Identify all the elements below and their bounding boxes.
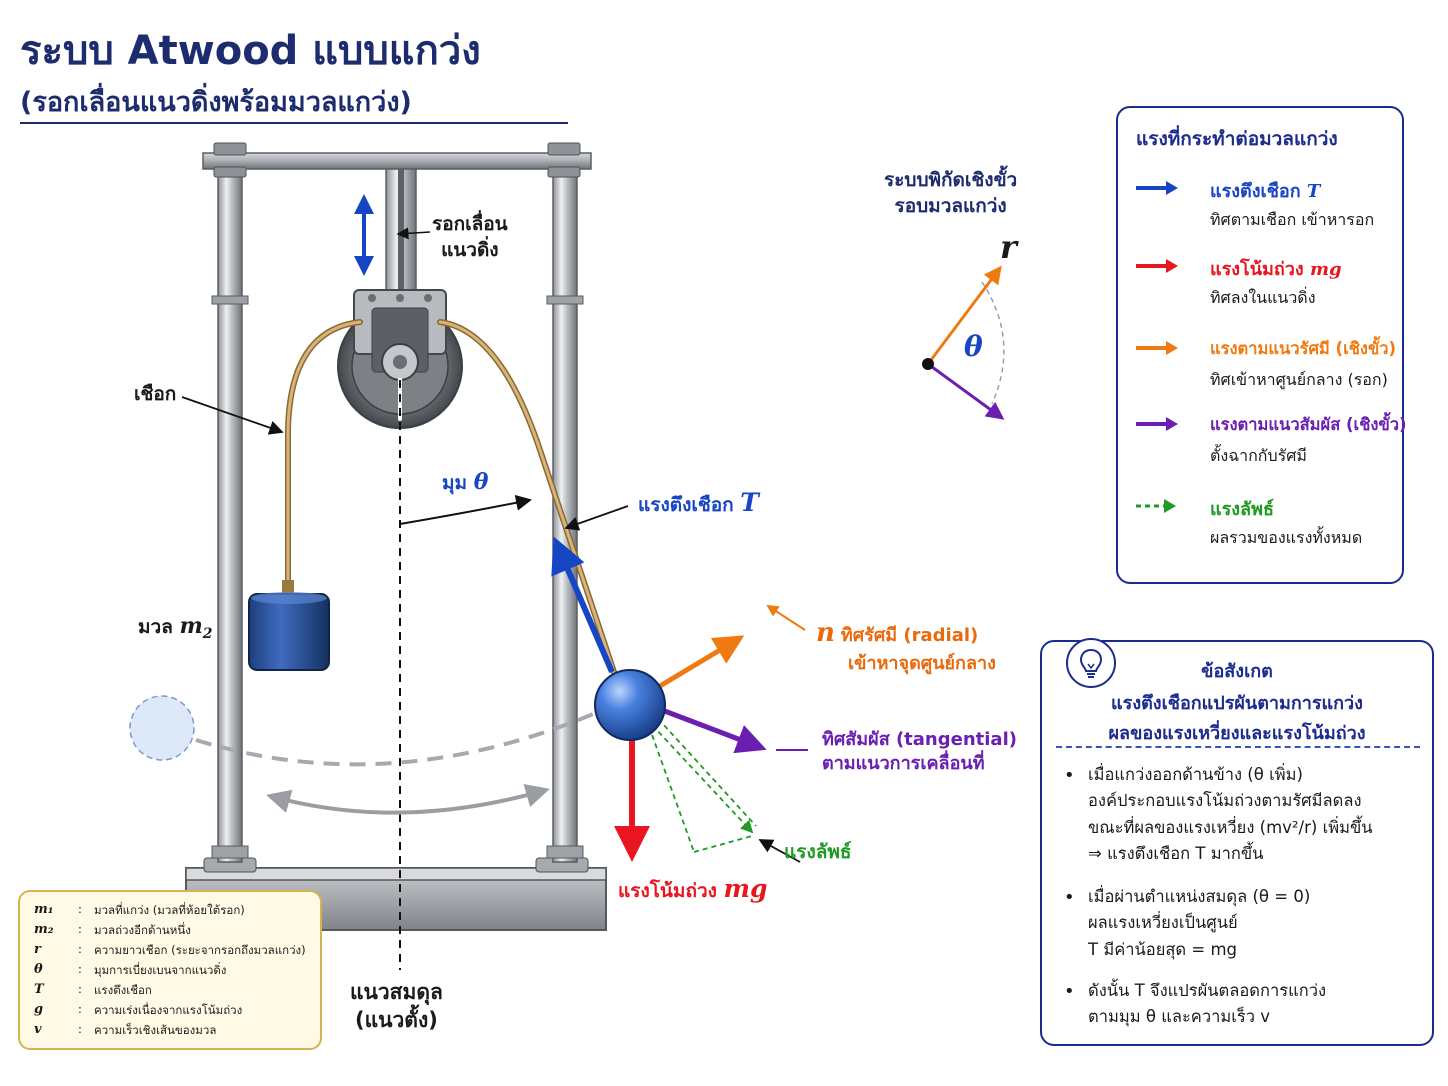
purple-arrow-icon xyxy=(1136,417,1178,431)
symbols-box: m₁:มวลที่แกว่ง (มวลที่ห้อยใต้รอก) m₂:มวล… xyxy=(18,890,322,1050)
notes-divider xyxy=(1056,746,1420,748)
title-divider xyxy=(20,122,568,124)
angle-arc xyxy=(399,494,532,525)
tension-pointer xyxy=(564,505,629,531)
pulley xyxy=(337,289,463,429)
equilibrium-label: แนวสมดุล (แนวตั้ง) xyxy=(350,980,443,1033)
notes-title: ข้อสังเกต xyxy=(1201,661,1273,682)
angle-label: มุม θ xyxy=(442,469,489,495)
rope-label: เชือก xyxy=(134,383,177,405)
swinging-mass-m1 xyxy=(594,669,666,741)
green-dashed-arrow-icon xyxy=(1136,499,1176,513)
notes-line1: แรงตึงเชือกแปรผันตามการแกว่ง xyxy=(1111,693,1363,714)
orange-arrow-icon xyxy=(1136,341,1178,355)
polar-r-label: r xyxy=(1000,228,1017,266)
resultant-label: แรงลัพธ์ xyxy=(784,841,852,863)
rope xyxy=(285,319,618,678)
gravity-label: แรงโน้มถ่วง mg xyxy=(618,874,768,903)
legend-title: แรงที่กระทำต่อมวลแกว่ง xyxy=(1136,128,1338,150)
slider-pointer xyxy=(396,227,431,240)
notes-line2: ผลของแรงเหวี่ยงและแรงโน้มถ่วง xyxy=(1108,723,1366,744)
blue-arrow-icon xyxy=(1136,181,1178,195)
red-arrow-icon xyxy=(1136,259,1178,273)
resultant-pointer xyxy=(758,839,801,863)
radial-label-2: เข้าหาจุดศูนย์กลาง xyxy=(848,653,996,674)
radial-small-arrow xyxy=(766,604,806,631)
tangential-arrow xyxy=(661,707,767,754)
tension-arrow xyxy=(551,536,615,674)
page-title: ระบบ Atwood แบบแกว่ง xyxy=(20,28,481,74)
notes-box: ข้อสังเกต แรงตึงเชือกแปรผันตามการแกว่ง ผ… xyxy=(1040,638,1434,1046)
slider-rail xyxy=(385,168,417,294)
page-subtitle: (รอกเลื่อนแนวดิ่งพร้อมมวลแกว่ง) xyxy=(20,87,412,118)
lightbulb-icon xyxy=(1066,638,1116,688)
rope-pointer xyxy=(181,396,284,435)
polar-theta-label: θ xyxy=(964,330,983,363)
polar-title: ระบบพิกัดเชิงขั้ว รอบมวลแกว่ง xyxy=(884,169,1018,217)
swing-path xyxy=(129,695,599,815)
mass2-label: มวล m2 xyxy=(138,613,213,642)
force-legend: แรงที่กระทำต่อมวลแกว่ง แรงตึงเชือก T ทิศ… xyxy=(1116,106,1407,584)
tension-label: แรงตึงเชือก T xyxy=(638,488,759,517)
resultant-construction xyxy=(639,711,757,853)
radial-arrow xyxy=(658,635,745,689)
polar-diagram xyxy=(922,265,1005,420)
slider-label: รอกเลื่อน แนวดิ่ง xyxy=(432,213,508,261)
counter-mass-m2 xyxy=(248,580,330,671)
tangential-label: ทิศสัมผัส (tangential) ตามแนวการเคลื่อนท… xyxy=(822,729,1017,775)
frame-base xyxy=(185,857,607,931)
